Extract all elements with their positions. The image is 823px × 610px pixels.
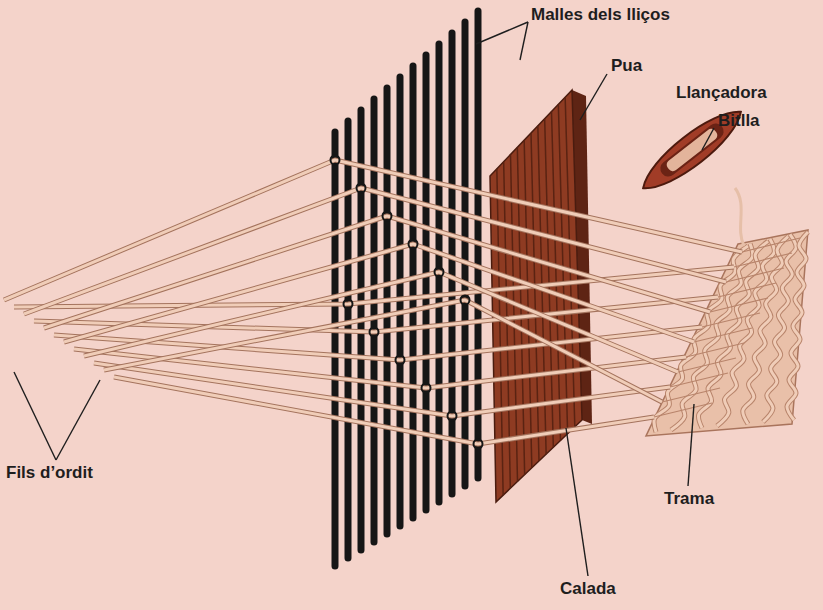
heddle-wire (410, 66, 417, 518)
warp-in-fabric (686, 343, 744, 357)
heddle-wire (345, 121, 352, 558)
heddle-eye (344, 300, 353, 309)
weft-thread (735, 188, 744, 246)
warp-thread (24, 188, 726, 314)
heddles (335, 11, 478, 566)
heddle-eye (435, 268, 444, 277)
heddle-eye (357, 184, 366, 193)
shuttle-slot (657, 120, 727, 179)
warp-thread (64, 244, 694, 342)
warp-in-fabric (670, 373, 728, 387)
reed-dent (524, 140, 532, 468)
leader-line (566, 428, 588, 576)
reed-dent (497, 169, 503, 495)
warp-in-fabric (654, 403, 712, 417)
weft-row (787, 232, 808, 420)
warp-in-fabric (662, 388, 720, 402)
heddle-eye (422, 384, 431, 393)
warp-thread (104, 300, 662, 402)
heddle-wire (384, 88, 391, 534)
heddle-wire (423, 55, 430, 510)
reed-dent (565, 97, 575, 427)
leader-line (56, 380, 100, 460)
leader-line (580, 74, 607, 120)
reed-dent (517, 147, 524, 474)
warp-threads (4, 156, 742, 449)
warp-in-fabric (710, 298, 768, 312)
warp-thread (114, 377, 654, 444)
part-label: Bitlla (718, 112, 760, 131)
leader-line (702, 128, 714, 150)
heddle-eye (409, 240, 418, 249)
warp-in-fabric (734, 253, 792, 267)
heddle-eye (370, 328, 379, 337)
warp-in-fabric (726, 268, 784, 282)
reed-dent (552, 112, 561, 441)
warp-in-fabric (702, 313, 760, 327)
heddle-eye (474, 440, 483, 449)
warp-thread (24, 188, 726, 314)
warp-in-fabric (718, 283, 776, 297)
part-label: Trama (664, 490, 714, 509)
leader-lines (14, 22, 714, 576)
warp-thread (104, 300, 662, 402)
part-label: Llançadora (676, 84, 767, 103)
heddle-eye (383, 212, 392, 221)
heddle-eye (396, 356, 405, 365)
warp-in-fabric (694, 328, 752, 342)
weft-row (787, 232, 808, 420)
heddle-eye (331, 156, 340, 165)
leader-line (14, 372, 56, 460)
leader-line (520, 22, 528, 60)
leader-line (688, 404, 694, 486)
heddle-eye (448, 412, 457, 421)
part-label: Pua (611, 57, 642, 76)
leader-line (476, 22, 528, 44)
part-label: Calada (560, 580, 616, 599)
heddle-eye (461, 296, 470, 305)
part-label: Malles dels lliços (531, 6, 670, 25)
warp-in-fabric (742, 238, 800, 252)
heddle-wire (449, 33, 456, 494)
warp-thread (114, 377, 654, 444)
part-label: Fils d’ordit (6, 464, 93, 483)
warp-thread (64, 244, 694, 342)
warp-in-fabric (678, 358, 736, 372)
reed-dent (531, 133, 539, 461)
bobbin (665, 127, 720, 173)
